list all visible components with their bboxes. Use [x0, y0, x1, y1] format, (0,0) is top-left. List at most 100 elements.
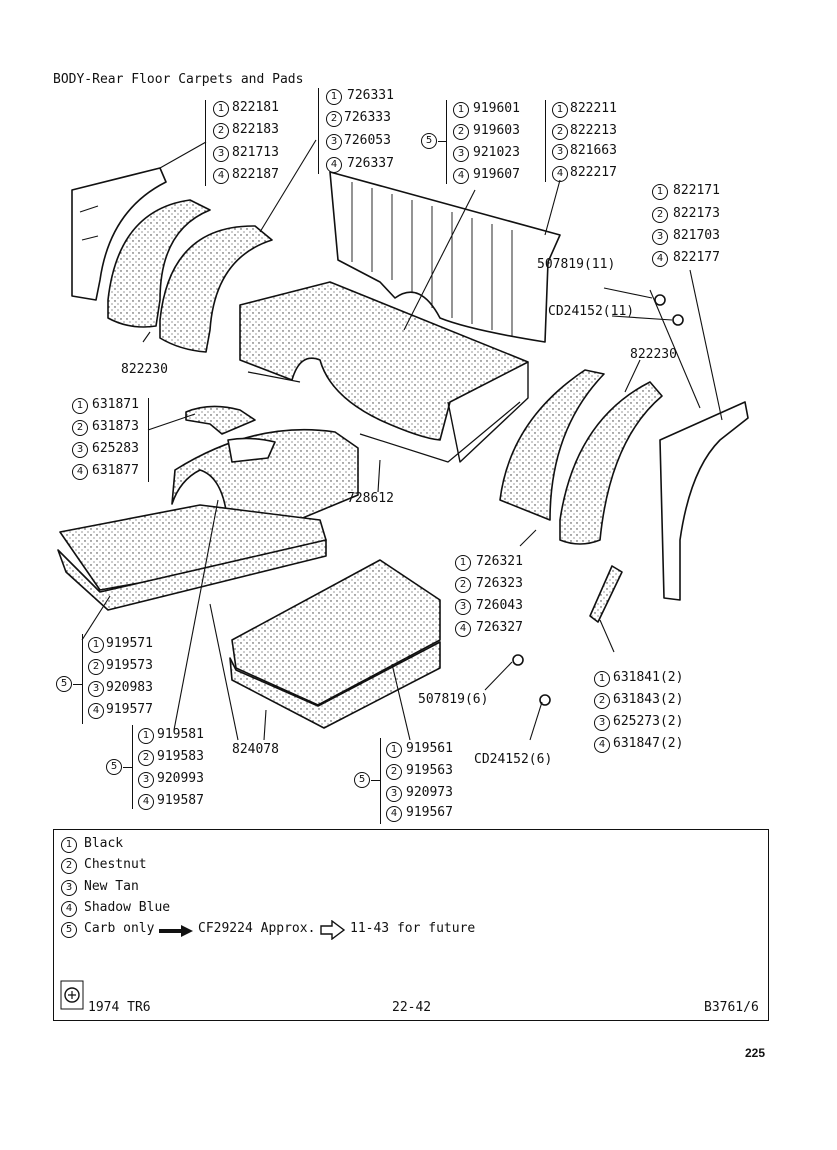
part-number: 822213	[570, 123, 617, 138]
washer-bottom	[539, 694, 551, 706]
color-1-icon: 1	[138, 728, 154, 744]
part-number: 921023	[473, 145, 520, 160]
part-number: 631847(2)	[613, 736, 684, 751]
part-number: 822181	[232, 100, 279, 115]
color-4-icon: 4	[386, 806, 402, 822]
part-number: 726053	[344, 133, 391, 148]
color-4-icon: 4	[88, 703, 104, 719]
part-number: 822171	[673, 183, 720, 198]
screw-bottom	[512, 654, 524, 666]
label-screw-bottom: 507819(6)	[418, 692, 489, 707]
color-2-icon: 2	[453, 124, 469, 140]
color-4-icon: 4	[453, 168, 469, 184]
part-number: 631871	[92, 397, 139, 412]
color-5-icon: 5	[61, 922, 77, 938]
part-number: 631841(2)	[613, 670, 684, 685]
part-number: 920993	[157, 771, 204, 786]
color-3-icon: 3	[453, 146, 469, 162]
color-1-icon: 1	[386, 742, 402, 758]
part-number: 822187	[232, 167, 279, 182]
part-number: 726323	[476, 576, 523, 591]
part-number: 821713	[232, 145, 279, 160]
color-2-icon: 2	[594, 693, 610, 709]
color-4-icon: 4	[455, 621, 471, 637]
part-number: 919567	[406, 805, 453, 820]
color-4-icon: 4	[138, 794, 154, 810]
hollow-arrow-icon	[320, 920, 346, 940]
color-1-icon: 1	[61, 837, 77, 853]
right-side-panel	[659, 401, 749, 601]
screw-top	[654, 294, 666, 306]
color-4-icon: 4	[72, 464, 88, 480]
label-822230-left: 822230	[121, 362, 168, 377]
left-side-panel	[71, 167, 167, 301]
part-number: 822217	[570, 165, 617, 180]
color-3-icon: 3	[213, 146, 229, 162]
part-number: 919587	[157, 793, 204, 808]
color-5-icon: 5	[354, 772, 370, 788]
color-3-icon: 3	[552, 144, 568, 160]
part-number: 726327	[476, 620, 523, 635]
right-wheelarch-pad	[559, 381, 663, 545]
color-4-icon: 4	[652, 251, 668, 267]
part-number: 625283	[92, 441, 139, 456]
color-1-icon: 1	[455, 555, 471, 571]
color-1-icon: 1	[552, 102, 568, 118]
color-5-icon: 5	[421, 133, 437, 149]
label-728612: 728612	[347, 491, 394, 506]
part-number: 822183	[232, 122, 279, 137]
color-2-icon: 2	[552, 124, 568, 140]
part-number: 919577	[106, 702, 153, 717]
part-number: 919583	[157, 749, 204, 764]
part-number: 822211	[570, 101, 617, 116]
color-2-icon: 2	[386, 764, 402, 780]
color-1-icon: 1	[652, 184, 668, 200]
right-floor-pad	[229, 641, 441, 729]
part-number: 726337	[347, 156, 394, 171]
color-3-icon: 3	[386, 786, 402, 802]
filled-arrow-icon	[159, 925, 193, 937]
label-screw-top: 507819(11)	[537, 257, 616, 272]
label-washer-top: CD24152(11)	[548, 304, 635, 319]
color-4-icon: 4	[213, 168, 229, 184]
right-floor-carpet	[231, 559, 441, 706]
legend-carb-only: Carb only	[84, 921, 155, 936]
footer-code: B3761/6	[704, 1000, 759, 1015]
part-number: 631877	[92, 463, 139, 478]
part-number: 821663	[570, 143, 617, 158]
footer-page-ref: 22-42	[392, 1000, 432, 1015]
color-2-icon: 2	[138, 750, 154, 766]
color-2-icon: 2	[88, 659, 104, 675]
color-4-icon: 4	[594, 737, 610, 753]
color-1-icon: 1	[88, 637, 104, 653]
color-1-icon: 1	[213, 101, 229, 117]
label-824078: 824078	[232, 742, 279, 757]
page-number: 225	[745, 1046, 766, 1060]
part-number: 631873	[92, 419, 139, 434]
boot-floor-carpet	[239, 281, 529, 441]
part-number: 822173	[673, 206, 720, 221]
part-number: 726331	[347, 88, 394, 103]
color-1-icon: 1	[72, 398, 88, 414]
color-1-icon: 1	[326, 89, 342, 105]
color-2-icon: 2	[652, 207, 668, 223]
washer-top	[672, 314, 684, 326]
part-number: 919581	[157, 727, 204, 742]
part-number: 920983	[106, 680, 153, 695]
part-number: 726321	[476, 554, 523, 569]
rail-strip	[589, 565, 623, 623]
color-1-icon: 1	[453, 102, 469, 118]
color-5-icon: 5	[56, 676, 72, 692]
color-3-icon: 3	[61, 880, 77, 896]
color-2-icon: 2	[326, 111, 342, 127]
color-2-icon: 2	[72, 420, 88, 436]
color-3-icon: 3	[72, 442, 88, 458]
part-number: 625273(2)	[613, 714, 684, 729]
left-wheelarch-pad	[159, 225, 273, 353]
part-number: 631843(2)	[613, 692, 684, 707]
color-2-icon: 2	[213, 123, 229, 139]
color-3-icon: 3	[138, 772, 154, 788]
part-number: 726333	[344, 110, 391, 125]
rear-bulkhead-carpet	[329, 171, 561, 343]
part-number: 919601	[473, 101, 520, 116]
